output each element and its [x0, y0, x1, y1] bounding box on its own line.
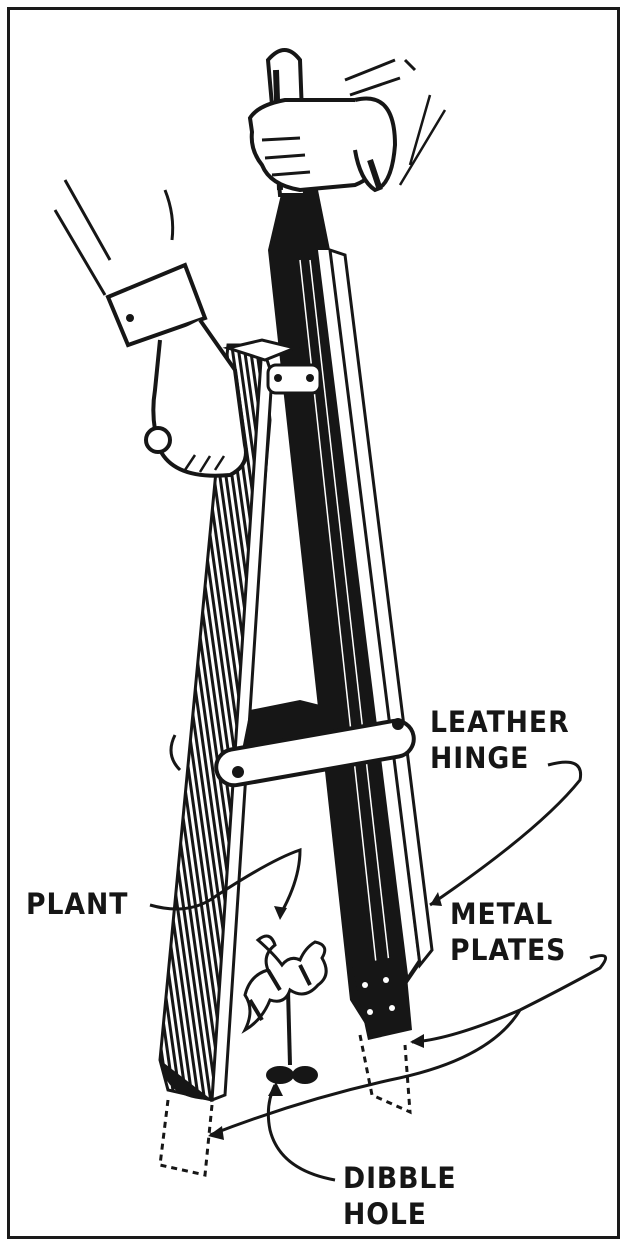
callout-lines [149, 760, 608, 1182]
label-metal-plates: METAL PLATES [450, 896, 566, 968]
label-line: HOLE [343, 1197, 427, 1231]
leather-hinge-strap [169, 700, 416, 788]
label-line: PLANT [26, 887, 129, 921]
label-plant: PLANT [26, 886, 128, 922]
label-line: LEATHER [430, 705, 570, 739]
label-line: METAL [450, 897, 554, 931]
label-line: DIBBLE [343, 1161, 457, 1195]
leather-hinge-pointer [429, 760, 583, 907]
illustration-border [7, 7, 620, 1239]
front-leg [158, 343, 274, 1177]
label-line: HINGE [430, 741, 530, 775]
plant-seedling [241, 934, 328, 1084]
rear-leg [268, 190, 434, 1115]
label-leather-hinge: LEATHER HINGE [430, 704, 570, 776]
label-dibble-hole: DIBBLE HOLE [343, 1160, 456, 1232]
upper-hand [247, 58, 447, 193]
top-hinge-bracket [222, 338, 322, 395]
lower-hand [53, 179, 248, 478]
label-line: PLATES [450, 933, 567, 967]
